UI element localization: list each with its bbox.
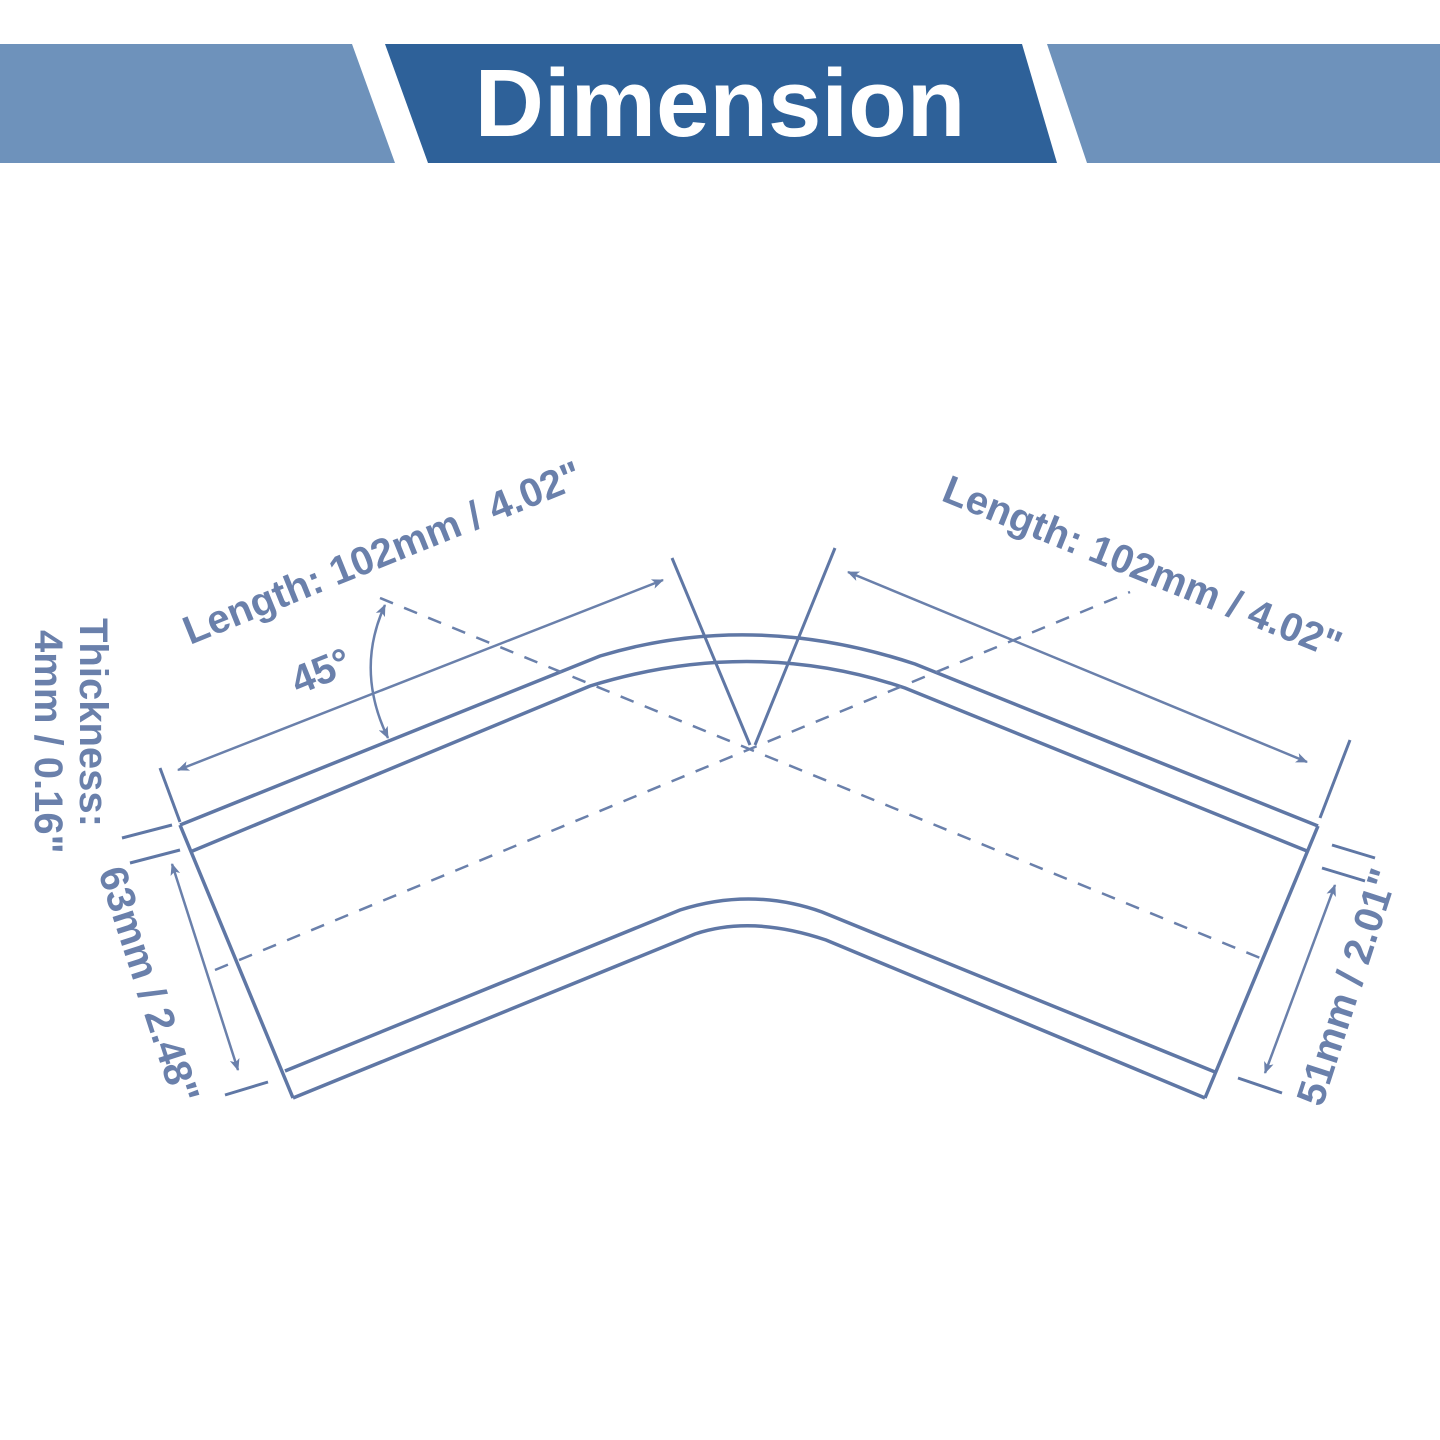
length-right-arrow [847, 570, 1308, 764]
banner-center-segment [385, 44, 1057, 163]
outer-diameter-label: 63mm / 2.48" [89, 861, 207, 1108]
angle-label: 45° [285, 640, 358, 703]
inner-diameter-label: 51mm / 2.01" [1289, 863, 1407, 1110]
joint-vertex-lines [670, 547, 837, 746]
title-banner: Dimension [0, 44, 1440, 163]
pipe-outer-bottom-edge [292, 924, 1206, 1100]
page-title: Dimension [475, 50, 966, 157]
ext-thick-left-1 [121, 823, 173, 840]
vertex-line-left [670, 557, 752, 746]
length-left-arrow [177, 578, 664, 772]
pipe-outline [178, 633, 1320, 1100]
ext-id-right-2 [1321, 866, 1366, 883]
left-center-line [214, 590, 1131, 972]
ext-od-left-bottom [224, 1080, 269, 1097]
angle-arc-arrow [369, 604, 390, 739]
outer-diameter-arrow [170, 863, 240, 1071]
pipe-right-end [1203, 825, 1320, 1099]
ext-id-right-bottom [1237, 1076, 1283, 1095]
ext-thick-left-2 [129, 848, 181, 865]
pipe-left-end [178, 824, 295, 1099]
ext-left-top [158, 767, 182, 823]
inner-diameter-arrow [1263, 884, 1337, 1074]
pipe-inner-bottom-edge [284, 897, 1216, 1074]
banner-left-segment [0, 44, 395, 163]
thickness-label: Thickness: [71, 618, 115, 827]
banner-right-segment [1047, 44, 1440, 163]
pipe-inner-top-edge [189, 659, 1308, 854]
length-left-label: Length: 102mm / 4.02" [177, 453, 588, 653]
dimension-arrows [170, 570, 1337, 1074]
vertex-line-right [753, 547, 837, 746]
pipe-outer-top-edge [179, 633, 1319, 828]
extension-lines [121, 739, 1376, 1097]
ext-right-top [1318, 739, 1352, 819]
thickness-value: 4mm / 0.16" [26, 630, 70, 854]
ext-id-right-1 [1331, 843, 1376, 860]
length-right-label: Length: 102mm / 4.02" [937, 468, 1348, 668]
